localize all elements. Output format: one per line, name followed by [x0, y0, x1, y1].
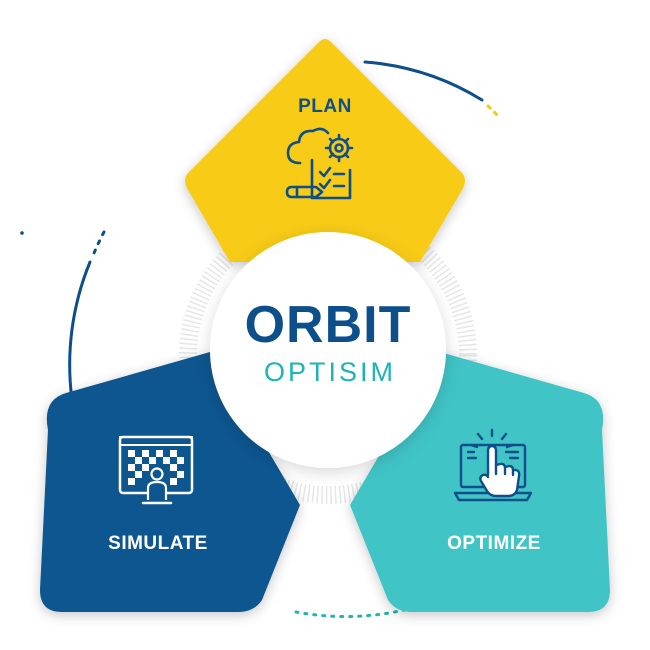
planning-gear-document-icon: [285, 127, 354, 200]
optimize-touch-screen-icon: [453, 428, 533, 502]
simulation-monitor-icon: [118, 435, 194, 505]
orbit-arc-left: [68, 260, 92, 402]
simulate-label: SIMULATE: [108, 533, 208, 554]
center-subtitle: OPTISIM: [264, 357, 396, 387]
center-title: ORBIT: [245, 296, 412, 354]
orbit-arcs: [20, 60, 502, 619]
optimize-label: OPTIMIZE: [447, 533, 541, 554]
plan-label: PLAN: [298, 96, 352, 117]
orbit-arc-left-dots: [90, 230, 106, 260]
orbit-arc-top-accent: [486, 104, 502, 120]
segment-plan[interactable]: [185, 39, 465, 262]
plan-shape: [185, 39, 465, 262]
tick-ring: [179, 206, 477, 504]
orbit-arc-bottom: [294, 604, 422, 619]
orbit-arc-top: [363, 60, 484, 102]
orbit-dot: [20, 231, 24, 235]
center-hub: [210, 232, 446, 468]
